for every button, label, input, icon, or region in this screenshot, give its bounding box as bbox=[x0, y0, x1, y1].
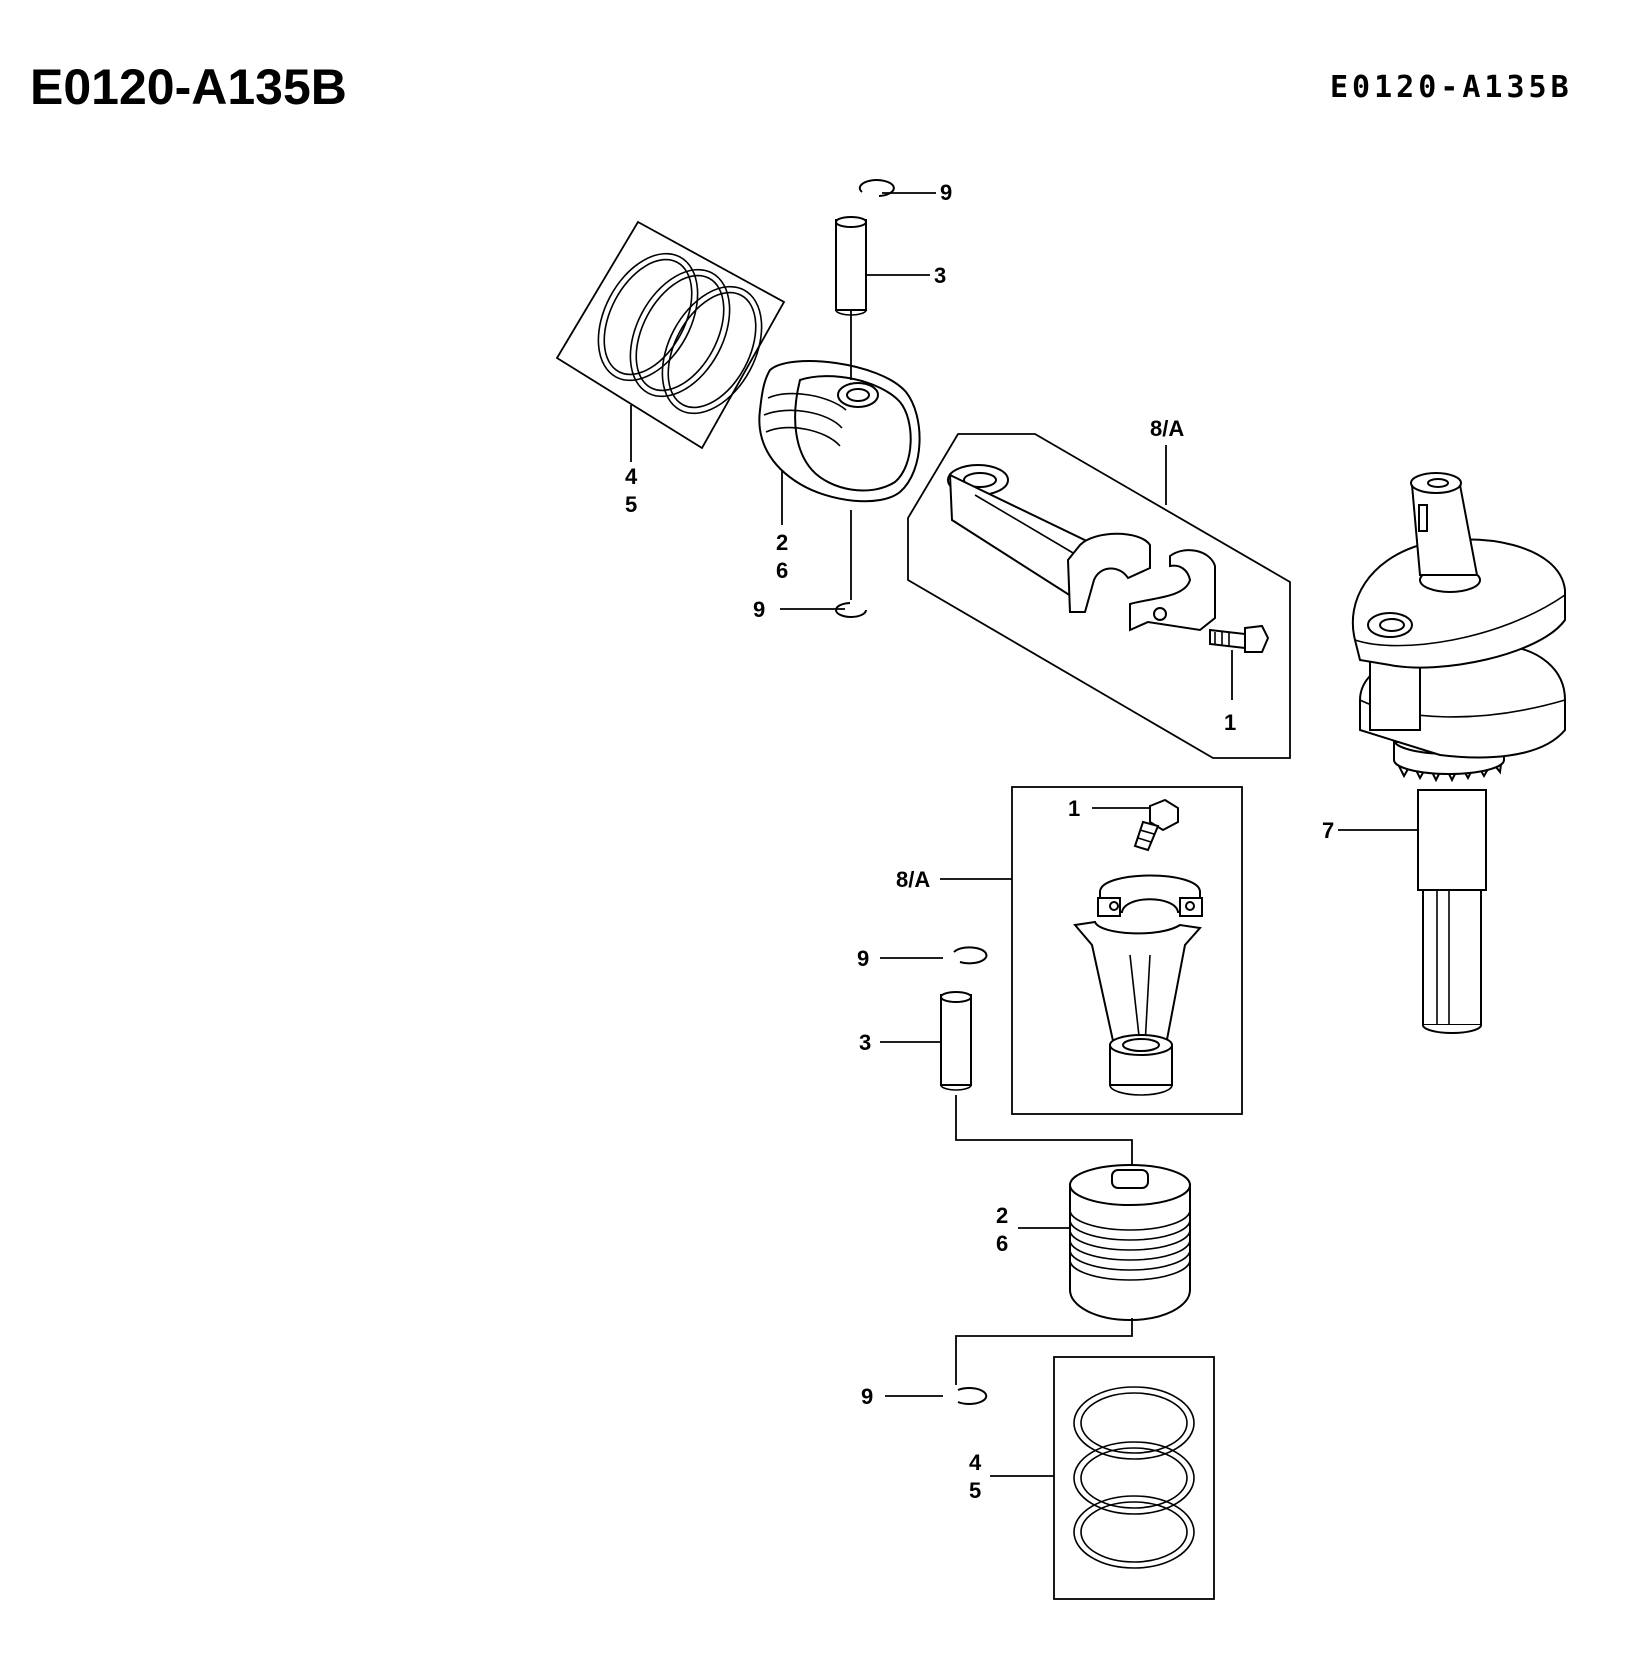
page-title: E0120-A135B bbox=[30, 59, 347, 115]
low-circlip-upper: 9 bbox=[857, 946, 988, 971]
callout-1-low: 1 bbox=[1068, 796, 1080, 821]
callout-8A-low: 8/A bbox=[896, 867, 930, 892]
top-piston: 2 6 bbox=[758, 310, 921, 583]
callout-3-top: 3 bbox=[934, 263, 946, 288]
callout-5-low: 5 bbox=[969, 1478, 981, 1503]
callout-8A-top: 8/A bbox=[1150, 416, 1184, 441]
low-piston-rings: 4 5 bbox=[969, 1356, 1215, 1600]
top-circlip-lower: 9 bbox=[753, 510, 867, 622]
callout-3-low: 3 bbox=[859, 1030, 871, 1055]
low-circlip-lower: 9 bbox=[861, 1384, 988, 1409]
low-piston: 2 6 bbox=[996, 1164, 1191, 1321]
top-piston-pin: 3 bbox=[835, 216, 946, 316]
top-circlip-upper: 9 bbox=[858, 179, 952, 205]
callout-9-low-upper: 9 bbox=[857, 946, 869, 971]
callout-6-top: 6 bbox=[776, 558, 788, 583]
callout-7: 7 bbox=[1322, 818, 1334, 843]
pin-to-piston-leader bbox=[955, 1095, 1133, 1170]
callout-6-low: 6 bbox=[996, 1231, 1008, 1256]
callout-9-top-lower: 9 bbox=[753, 597, 765, 622]
top-piston-rings: 4 5 bbox=[555, 220, 786, 517]
low-piston-pin: 3 bbox=[859, 991, 972, 1091]
piston-to-clip-leader bbox=[955, 1318, 1133, 1385]
top-connecting-rod-assembly: 8/A 1 bbox=[907, 416, 1291, 759]
callout-4-top: 4 bbox=[625, 464, 638, 489]
callout-2-top: 2 bbox=[776, 530, 788, 555]
low-connecting-rod-assembly: 1 8/A bbox=[896, 786, 1243, 1115]
callout-4-low: 4 bbox=[969, 1450, 982, 1475]
callout-1-top: 1 bbox=[1224, 710, 1236, 735]
page-code: E0120-A135B bbox=[1330, 70, 1573, 105]
callout-2-low: 2 bbox=[996, 1203, 1008, 1228]
callout-9-top-upper: 9 bbox=[940, 180, 952, 205]
callout-5-top: 5 bbox=[625, 492, 637, 517]
callout-9-low-lower: 9 bbox=[861, 1384, 873, 1409]
crankshaft: 7 bbox=[1322, 472, 1566, 1034]
